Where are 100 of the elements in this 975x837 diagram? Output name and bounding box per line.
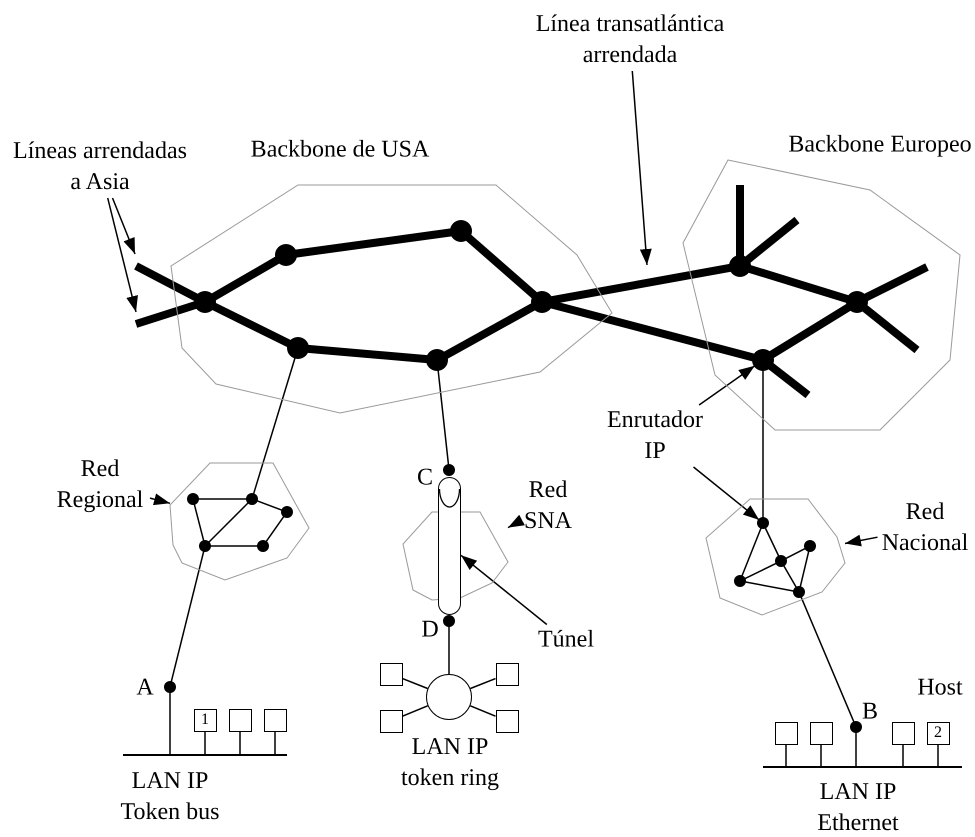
leader-arrow	[693, 466, 760, 520]
network-link	[764, 527, 780, 557]
network-link	[170, 550, 205, 682]
network-link	[402, 705, 428, 717]
leader-arrow	[698, 365, 756, 406]
network-link	[782, 564, 798, 588]
annotation-text: Red Regional	[50, 454, 150, 516]
network-title: Backbone Europeo	[788, 130, 972, 160]
backbone-router	[752, 349, 774, 371]
tunnel-tube	[438, 477, 461, 615]
network-title: Backbone de USA	[250, 136, 430, 164]
point-letter: C	[417, 464, 433, 492]
backbone-link	[748, 265, 849, 303]
backbone-router	[194, 291, 216, 313]
backbone-link	[466, 234, 538, 298]
host-terminal	[264, 708, 286, 732]
lan-label: LAN IP Token bus	[120, 767, 220, 827]
network-link	[239, 732, 241, 754]
leader-arrow	[112, 198, 136, 254]
router-dot	[793, 586, 805, 598]
network-link	[274, 732, 276, 754]
leader-arrow	[844, 534, 878, 546]
backbone-link	[295, 228, 452, 258]
point-letter: D	[421, 616, 439, 644]
point-letter: B	[862, 698, 878, 726]
router-dot	[281, 506, 293, 518]
network-link	[193, 504, 205, 542]
router-dot	[804, 540, 816, 552]
network-link	[799, 550, 810, 588]
router-dot	[187, 493, 199, 505]
router-dot	[775, 555, 787, 567]
backbone-router	[450, 220, 472, 242]
annotation-text: Enrutador IP	[598, 405, 712, 467]
network-link	[252, 357, 296, 494]
network-link	[169, 692, 171, 754]
annotation-text: Líneas arrendadas a Asia	[10, 136, 190, 198]
network-link	[820, 744, 822, 766]
annotation-text: Red Nacional	[878, 497, 972, 559]
host-terminal	[774, 722, 798, 744]
router-dot	[757, 517, 769, 529]
backbone-link	[308, 344, 428, 364]
host-label: Host	[917, 674, 963, 702]
network-cloud	[706, 499, 845, 615]
backbone-router	[426, 349, 448, 371]
network-link	[855, 732, 857, 766]
router-dot	[199, 540, 211, 552]
backbone-link	[745, 216, 800, 263]
host-terminal	[810, 722, 832, 744]
backbone-router	[275, 244, 297, 266]
lan-label: LAN IP Ethernet	[816, 778, 900, 837]
network-link	[785, 744, 787, 766]
network-link	[208, 502, 250, 544]
network-link	[204, 732, 206, 754]
network-link	[448, 626, 450, 674]
network-cloud	[170, 463, 309, 580]
host-terminal	[228, 708, 252, 732]
backbone-link	[864, 263, 929, 302]
network-link	[762, 370, 764, 518]
network-link	[256, 500, 283, 511]
leader-arrow	[106, 198, 138, 312]
host-terminal	[380, 662, 402, 686]
backbone-link	[134, 301, 197, 328]
leader-arrow	[508, 514, 525, 528]
network-link	[741, 527, 762, 577]
backbone-router	[846, 291, 868, 313]
host-terminal	[496, 662, 518, 686]
annotation-text: Túnel	[531, 624, 601, 656]
backbone-link	[862, 305, 920, 354]
network-link	[470, 705, 496, 717]
backbone-link	[736, 185, 744, 256]
leader-arrow	[632, 70, 652, 266]
backbone-link	[550, 300, 754, 362]
network-link	[198, 498, 247, 500]
host-terminal	[380, 710, 402, 732]
backbone-link	[551, 264, 731, 304]
backbone-link	[444, 303, 536, 359]
lan-label: LAN IP token ring	[400, 733, 500, 793]
router-dot	[246, 493, 258, 505]
host-terminal: 2	[926, 722, 950, 744]
backbone-link	[769, 304, 851, 358]
network-link	[265, 516, 285, 542]
backbone-link	[768, 362, 810, 398]
backbone-link	[212, 256, 280, 300]
network-link	[902, 744, 904, 766]
network-link	[470, 678, 496, 690]
network-link	[402, 678, 428, 690]
router-dot	[257, 540, 269, 552]
backbone-router	[287, 337, 309, 359]
host-terminal	[496, 710, 518, 732]
network-link	[744, 562, 777, 580]
host-terminal	[892, 722, 914, 744]
network-link	[800, 596, 855, 723]
network-link	[210, 545, 258, 547]
point-letter: A	[136, 674, 154, 702]
backbone-link	[134, 262, 198, 301]
network-link	[744, 581, 794, 592]
backbone-link	[212, 302, 291, 348]
network-link	[937, 744, 939, 766]
router-dot	[734, 575, 746, 587]
host-terminal: 1	[194, 708, 216, 732]
